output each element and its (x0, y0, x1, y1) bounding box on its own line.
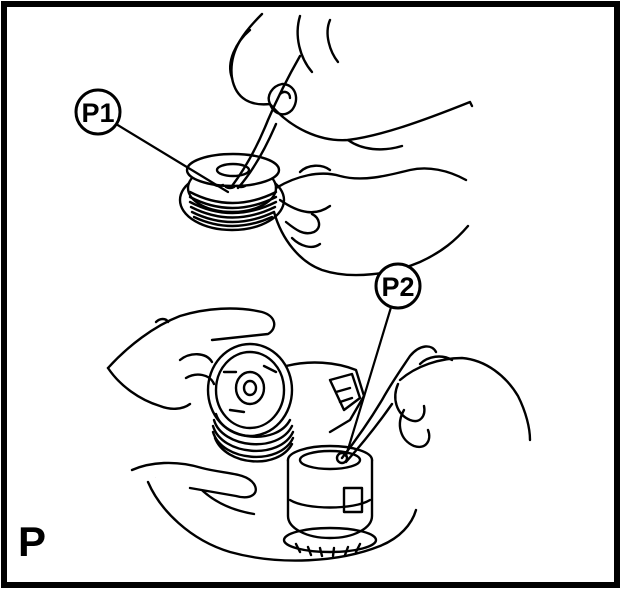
callout-p2: P2 (376, 264, 420, 308)
callout-p2-label: P2 (381, 272, 414, 302)
callout-p1-label: P1 (81, 98, 114, 128)
callout-p1: P1 (76, 90, 120, 134)
panel-letter: P (18, 518, 46, 565)
spool-illustration (180, 154, 284, 230)
